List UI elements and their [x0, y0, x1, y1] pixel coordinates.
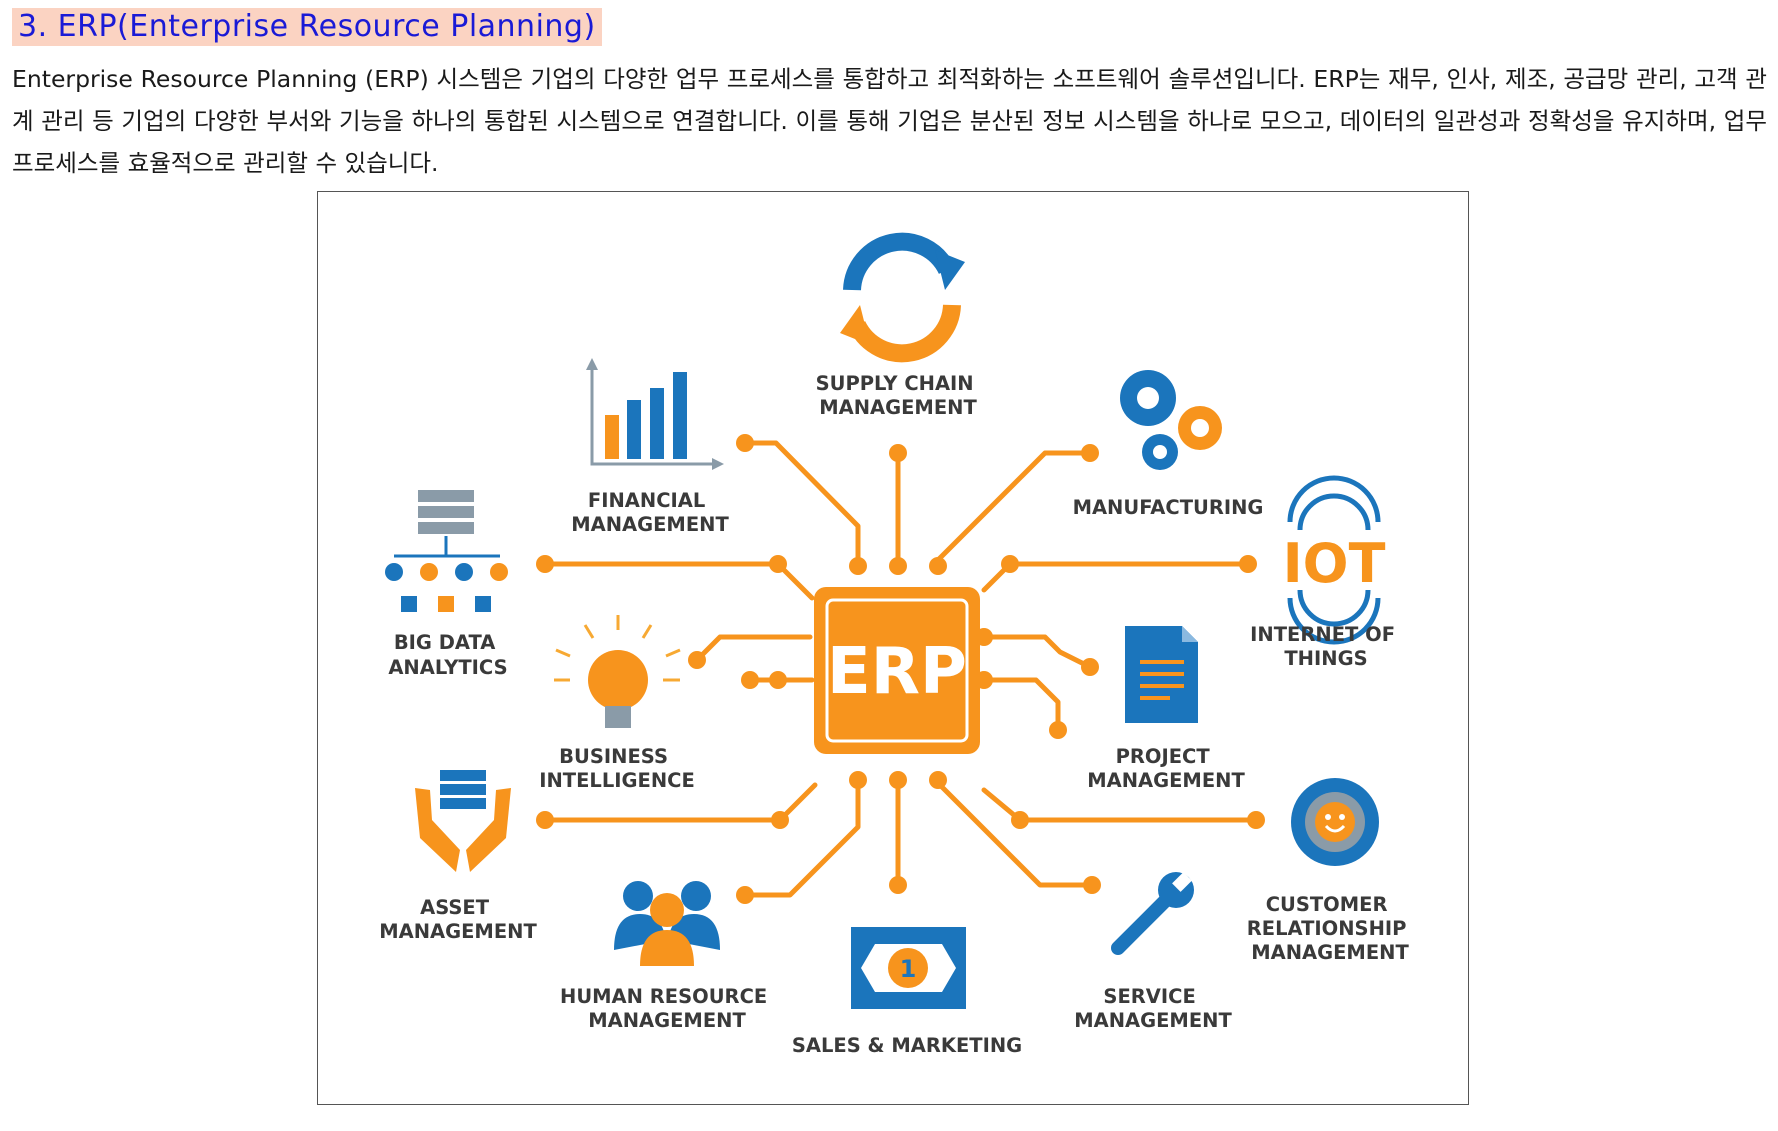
connector-dot: [849, 771, 867, 789]
label-service: SERVICE MANAGEMENT: [1074, 985, 1232, 1032]
connector-dots: [536, 434, 1265, 904]
label-human-resource: HUMAN RESOURCE MANAGEMENT: [560, 985, 774, 1032]
money-bill-icon: 1: [851, 927, 966, 1009]
sync-arrows-icon: [840, 232, 965, 363]
connector-dot: [536, 555, 554, 573]
connector-dot: [769, 671, 787, 689]
connector-dot: [889, 444, 907, 462]
gears-icon: [1120, 370, 1222, 470]
connector-dot: [1049, 721, 1067, 739]
connector-dot: [1239, 555, 1257, 573]
label-manufacturing: MANUFACTURING: [1073, 496, 1264, 519]
connector-dot: [736, 434, 754, 452]
label-crm: CUSTOMER RELATIONSHIP MANAGEMENT: [1247, 893, 1414, 964]
connector-dot: [1081, 658, 1099, 676]
connector-dot: [741, 671, 759, 689]
connector-dot: [536, 811, 554, 829]
label-sales: SALES & MARKETING: [792, 1034, 1022, 1057]
gear-smiley-icon: [1291, 778, 1379, 866]
connector-dot: [688, 651, 706, 669]
section-heading: 3. ERP(Enterprise Resource Planning): [12, 8, 602, 46]
label-supply-chain: SUPPLY CHAIN MANAGEMENT: [816, 372, 981, 419]
connector-dot: [889, 876, 907, 894]
svg-text:IOT: IOT: [1283, 532, 1386, 595]
erp-chip: ERP: [814, 587, 980, 754]
label-asset: ASSET MANAGEMENT: [379, 896, 537, 943]
label-business-intelligence: BUSINESS INTELLIGENCE: [539, 745, 695, 792]
bar-chart-icon: [586, 358, 724, 470]
lightbulb-icon: [554, 615, 681, 728]
connector-dot: [849, 557, 867, 575]
connector-dot: [769, 555, 787, 573]
connector-dot: [929, 771, 947, 789]
intro-paragraph: Enterprise Resource Planning (ERP) 시스템은 …: [12, 65, 1767, 177]
svg-text:1: 1: [900, 955, 917, 983]
connector-dot: [1001, 555, 1019, 573]
connector-dot: [1011, 811, 1029, 829]
database-tree-icon: [385, 490, 508, 612]
connector-dot: [771, 811, 789, 829]
label-project: PROJECT MANAGEMENT: [1087, 745, 1245, 792]
label-iot: INTERNET OF THINGS: [1250, 623, 1402, 670]
erp-label: ERP: [827, 635, 967, 709]
iot-icon: IOT: [1283, 475, 1386, 645]
connector-dot: [1081, 444, 1099, 462]
connector-dot: [889, 771, 907, 789]
connector-dot: [736, 886, 754, 904]
connector-dot: [889, 557, 907, 575]
label-financial: FINANCIAL MANAGEMENT: [571, 489, 729, 536]
connector-dot: [1083, 876, 1101, 894]
label-big-data: BIG DATA ANALYTICS: [388, 631, 507, 679]
document-icon: [1125, 626, 1198, 723]
connector-dot: [1247, 811, 1265, 829]
hands-database-icon: [415, 770, 511, 872]
connector-dot: [929, 557, 947, 575]
wrench-icon: [1111, 872, 1194, 955]
people-group-icon: [614, 881, 720, 966]
